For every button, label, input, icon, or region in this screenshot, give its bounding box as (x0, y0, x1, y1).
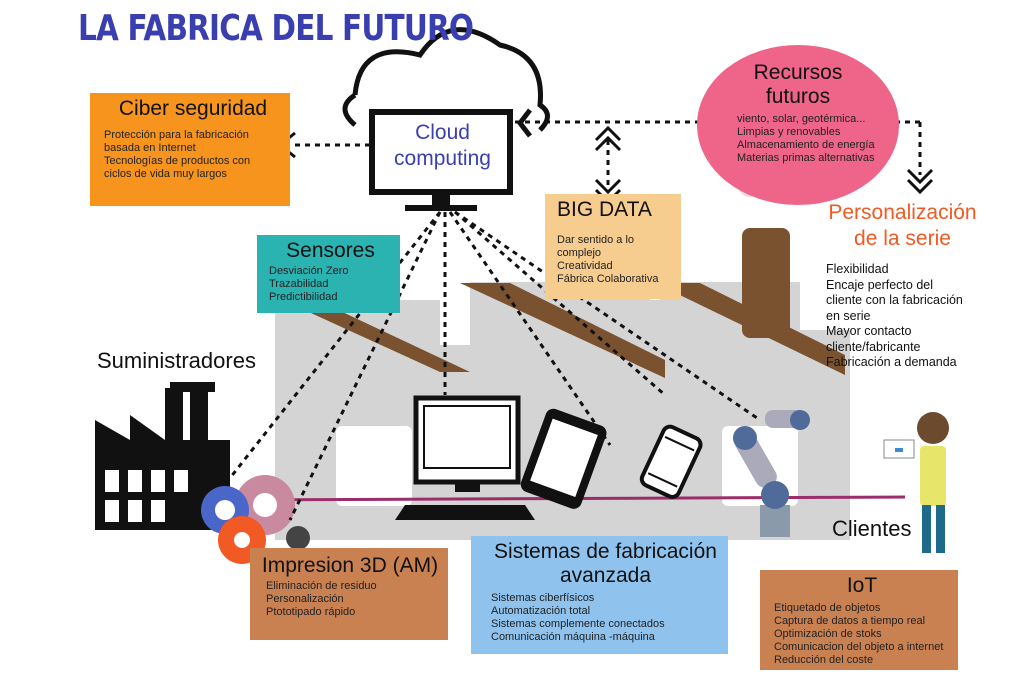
page-title: LA FABRICA DEL FUTURO (78, 8, 474, 49)
sistemas-heading-1: Sistemas de fabricación (494, 540, 717, 563)
robot-arm-icon (733, 410, 810, 537)
clientes-label: Clientes (832, 516, 912, 541)
sensores-box: Sensores Desviación Zero Trazabilidad Pr… (257, 235, 400, 313)
personalizacion-item: Flexibilidad (826, 262, 889, 276)
impresion-heading: Impresion 3D (AM) (261, 554, 439, 577)
ciber-seguridad-box: Ciber seguridad Protección para la fabri… (90, 93, 290, 206)
personalizacion-item: Mayor contacto (826, 324, 912, 338)
impresion-item: Personalización (266, 593, 344, 605)
sistemas-item: Automatización total (491, 605, 591, 617)
gears-icon (201, 475, 310, 564)
recursos-heading-1: Recursos (753, 61, 843, 84)
tablet-icon (520, 408, 607, 509)
ciber-item: Protección para la fabricación (104, 129, 249, 141)
ciber-item: basada en Internet (104, 142, 196, 154)
factory-roof-2 (460, 283, 665, 378)
recursos-item: viento, solar, geotérmica... (737, 113, 866, 125)
desktop-computer-icon (395, 395, 535, 520)
iot-item: Captura de datos a tiempo real (774, 615, 926, 627)
sensores-item: Predictibilidad (269, 291, 338, 303)
cloud-label-line2: computing (394, 147, 491, 170)
ciber-item: ciclos de vida muy largos (104, 168, 227, 180)
bigdata-item: Dar sentido a lo (557, 234, 635, 246)
personalizacion-item: en serie (826, 308, 871, 323)
recursos-item: Almacenamiento de energía (737, 139, 875, 151)
personalizacion-item: cliente con la fabricación (826, 293, 963, 307)
personalizacion-list: Flexibilidad Encaje perfecto del cliente… (826, 262, 963, 371)
personalizacion-item: Encaje perfecto del (826, 277, 934, 292)
impresion-item: Ptototipado rápido (266, 606, 356, 618)
recursos-item: Materias primas alternativas (737, 152, 875, 164)
personalizacion-item: Fabricación a demanda (826, 355, 957, 369)
ciber-item: Tecnologías de productos con (104, 155, 251, 167)
factory-chimney (742, 228, 790, 338)
client-person-icon (883, 412, 949, 553)
cloud-label-line1: Cloud (415, 121, 470, 144)
recursos-item: Limpias y renovables (737, 126, 841, 138)
recursos-futuros-ellipse: Recursos futuros viento, solar, geotérmi… (697, 45, 899, 205)
iot-item: Optimización de stoks (774, 628, 882, 640)
personalizacion-heading: Personalización de la serie (815, 200, 990, 252)
bigdata-heading: BIG DATA (557, 198, 652, 221)
big-data-box: BIG DATA Dar sentido a lo complejo Creat… (545, 194, 681, 299)
impresion-3d-box: Impresion 3D (AM) Eliminación de residuo… (250, 548, 448, 640)
personalizacion-item: cliente/fabricante (826, 339, 921, 354)
sistemas-fabricacion-box: Sistemas de fabricación avanzada Sistema… (471, 536, 728, 654)
personalizacion-heading-1: Personalización (828, 201, 977, 224)
impresion-item: Eliminación de residuo (266, 580, 377, 592)
suministradores-label: Suministradores (97, 348, 256, 373)
sistemas-heading-2: avanzada (559, 564, 652, 587)
smartphone-icon (639, 424, 703, 499)
iot-item: Etiquetado de objetos (774, 602, 881, 614)
iot-box: IoT Etiquetado de objetos Captura de dat… (760, 570, 958, 670)
cloud-label: Cloud computing (385, 120, 500, 172)
iot-item: Reducción del coste (774, 654, 874, 666)
sensores-item: Desviación Zero (269, 265, 349, 277)
sistemas-item: Comunicación máquina -máquina (491, 631, 655, 643)
iot-item: Comunicacion del objeto a internet (774, 641, 944, 653)
cloud-computing-icon (342, 27, 550, 211)
personalizacion-heading-2: de la serie (854, 227, 951, 250)
bigdata-item: complejo (557, 247, 602, 259)
bigdata-item: Fábrica Colaborativa (557, 273, 659, 285)
sensores-heading: Sensores (286, 239, 375, 262)
bigdata-item: Creatividad (557, 260, 613, 272)
ciber-heading: Ciber seguridad (118, 97, 268, 120)
sistemas-item: Sistemas ciberfísicos (491, 592, 595, 604)
recursos-heading-2: futuros (765, 85, 831, 108)
sensores-item: Trazabilidad (269, 278, 329, 290)
iot-heading: IoT (846, 574, 878, 597)
sistemas-item: Sistemas complemente conectados (491, 618, 665, 630)
